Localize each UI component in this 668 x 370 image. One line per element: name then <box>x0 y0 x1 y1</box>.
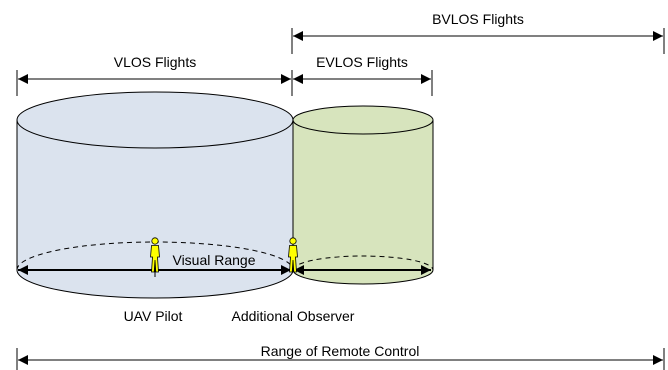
evlos-label: EVLOS Flights <box>316 54 408 70</box>
evlos-dimension: EVLOS Flights <box>293 54 433 96</box>
vlos-cylinder <box>16 91 294 299</box>
bvlos-dimension: BVLOS Flights <box>291 11 665 54</box>
remote-control-range-dimension: Range of Remote Control <box>16 343 665 370</box>
bvlos-label: BVLOS Flights <box>432 11 524 27</box>
remote-control-range-label: Range of Remote Control <box>261 343 420 359</box>
uav-pilot-label: UAV Pilot <box>124 308 183 324</box>
visual-range-label: Visual Range <box>172 252 255 268</box>
vlos-dimension: VLOS Flights <box>16 54 293 96</box>
additional-observer-label: Additional Observer <box>232 308 355 324</box>
vlos-label: VLOS Flights <box>114 54 196 70</box>
evlos-cylinder <box>292 105 434 285</box>
